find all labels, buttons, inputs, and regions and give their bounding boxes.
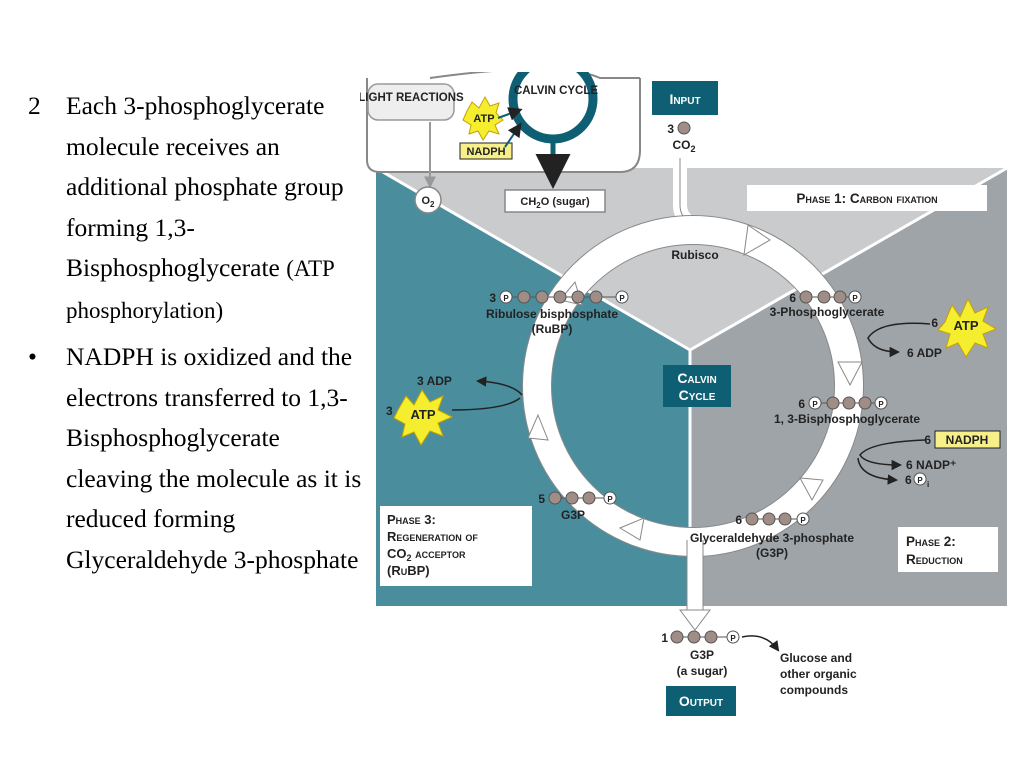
svg-text:NADPH: NADPH xyxy=(946,433,989,447)
calvin-cycle-center-line2: Cycle xyxy=(679,387,716,403)
svg-text:6: 6 xyxy=(931,316,938,330)
svg-text:P: P xyxy=(852,294,858,303)
item-note: (ATP phosphorylation) xyxy=(66,256,334,323)
svg-text:other organic: other organic xyxy=(780,667,857,681)
rubp-name: Ribulose bisphosphate xyxy=(486,307,618,321)
atp-input: 6 ATP 6 ADP xyxy=(867,297,998,360)
bullet-marker: • xyxy=(28,342,37,371)
svg-text:6: 6 xyxy=(905,473,912,487)
phase3-line1: Phase 3: xyxy=(387,512,436,527)
phase3-box xyxy=(380,506,532,586)
phase2-box xyxy=(898,527,998,572)
g3p-molecule: 6 P Glyceraldehyde 3-phosphate (G3P) xyxy=(690,512,854,560)
svg-text:3 ADP: 3 ADP xyxy=(417,374,452,388)
atp-starburst-icon xyxy=(462,95,504,141)
g3p-abbr: (G3P) xyxy=(756,546,788,560)
svg-text:P: P xyxy=(800,516,806,525)
phase1-label: Phase 1: Carbon fixation xyxy=(796,191,937,206)
bpg-name: 1, 3-Bisphosphoglycerate xyxy=(774,412,920,426)
adp-label: 6 ADP xyxy=(907,346,942,360)
calvin-cycle-center-line1: Calvin xyxy=(677,370,716,386)
atp-starburst-icon xyxy=(393,389,454,446)
svg-text:P: P xyxy=(619,294,625,303)
svg-text:P: P xyxy=(730,634,736,643)
svg-text:1: 1 xyxy=(661,631,668,645)
pga-molecule: 6 P 3-Phosphoglycerate xyxy=(770,290,885,319)
nadph-box xyxy=(459,142,513,160)
phase3-line4: (RuBP) xyxy=(387,563,430,578)
list-marker: 2 xyxy=(28,91,41,120)
sugar-label: CH2O (sugar) xyxy=(520,196,590,210)
input-label: Input xyxy=(669,91,700,107)
co2-count: 3 xyxy=(667,122,674,136)
svg-text:P: P xyxy=(607,495,613,504)
phase2-line2: Reduction xyxy=(906,552,963,567)
rubp-molecule: 3 P P Ribulose bisphosphate (RuBP) xyxy=(486,290,629,336)
output-box xyxy=(666,686,736,716)
svg-text:(a sugar): (a sugar) xyxy=(677,664,728,678)
g3p-name: Glyceraldehyde 3-phosphate xyxy=(690,531,854,545)
svg-text:P: P xyxy=(812,400,818,409)
svg-text:P: P xyxy=(878,400,884,409)
rubisco-label: Rubisco xyxy=(671,248,718,262)
svg-text:i: i xyxy=(927,480,929,489)
co2-label: CO2 xyxy=(672,138,695,154)
svg-text:6: 6 xyxy=(924,433,931,447)
svg-text:5: 5 xyxy=(538,492,545,506)
list-item: • NADPH is oxidized and the electrons tr… xyxy=(28,337,368,580)
slide-text: 2 Each 3-phosphoglycerate molecule recei… xyxy=(28,86,368,586)
rubp-count: 3 xyxy=(489,291,496,305)
o2-label: O2 xyxy=(421,195,435,209)
svg-text:6: 6 xyxy=(735,513,742,527)
atp-label: ATP xyxy=(473,113,494,125)
svg-text:G3P: G3P xyxy=(690,648,714,662)
output-section: 1 P G3P (a sugar) Output Glucose and oth… xyxy=(661,630,857,716)
chloroplast-overview: LIGHT REACTIONS CALVIN CYCLE ATP NADPH O… xyxy=(360,72,641,214)
svg-text:P: P xyxy=(917,476,923,485)
svg-text:P: P xyxy=(503,294,509,303)
svg-text:3: 3 xyxy=(386,404,393,418)
output-label: Output xyxy=(679,693,723,709)
carbon-icon xyxy=(677,121,691,135)
output-arrow xyxy=(679,540,711,631)
nadph-label: NADPH xyxy=(466,146,505,158)
calvin-cycle-diagram: LIGHT REACTIONS CALVIN CYCLE ATP NADPH O… xyxy=(360,72,1008,716)
nadph-input: 6 NADPH 6 NADP⁺ 6 P i xyxy=(857,430,1001,489)
pga-count: 6 xyxy=(789,291,796,305)
bpg-molecule: 6 P P 1, 3-Bisphosphoglycerate xyxy=(774,396,920,426)
list-item: 2 Each 3-phosphoglycerate molecule recei… xyxy=(28,86,368,331)
svg-text:compounds: compounds xyxy=(780,683,848,697)
phase3-line3: CO2 acceptor xyxy=(387,546,466,563)
sugar-box xyxy=(504,189,606,213)
calvin-cycle-mini-icon xyxy=(508,72,598,144)
calvin-cycle-center-box xyxy=(663,365,731,407)
atp-starburst-icon xyxy=(937,297,998,358)
phase3-line2: Regeneration of xyxy=(387,529,478,544)
svg-text:ATP: ATP xyxy=(410,407,435,422)
calvin-cycle-mini-label: CALVIN CYCLE xyxy=(514,85,598,97)
svg-text:Glucose and: Glucose and xyxy=(780,651,852,665)
rubp-abbr: (RuBP) xyxy=(532,322,573,336)
svg-text:6: 6 xyxy=(798,397,805,411)
input-box xyxy=(652,81,718,115)
atp-label: ATP xyxy=(953,318,978,333)
pga-name: 3-Phosphoglycerate xyxy=(770,305,885,319)
atp-regeneration: 3 ADP 3 ATP xyxy=(386,374,523,446)
g3p5-molecule: 5 P G3P xyxy=(538,491,617,522)
o2-circle xyxy=(414,186,442,214)
phase1-box xyxy=(747,185,987,211)
item-text: Each 3-phosphoglycerate molecule receive… xyxy=(66,91,344,282)
svg-text:G3P: G3P xyxy=(561,508,585,522)
nadph-box xyxy=(934,430,1001,449)
light-reactions-label: LIGHT REACTIONS xyxy=(360,92,464,104)
svg-text:6 NADP⁺: 6 NADP⁺ xyxy=(906,458,956,472)
phase2-line1: Phase 2: xyxy=(906,534,956,549)
item-text: NADPH is oxidized and the electrons tran… xyxy=(66,342,362,574)
